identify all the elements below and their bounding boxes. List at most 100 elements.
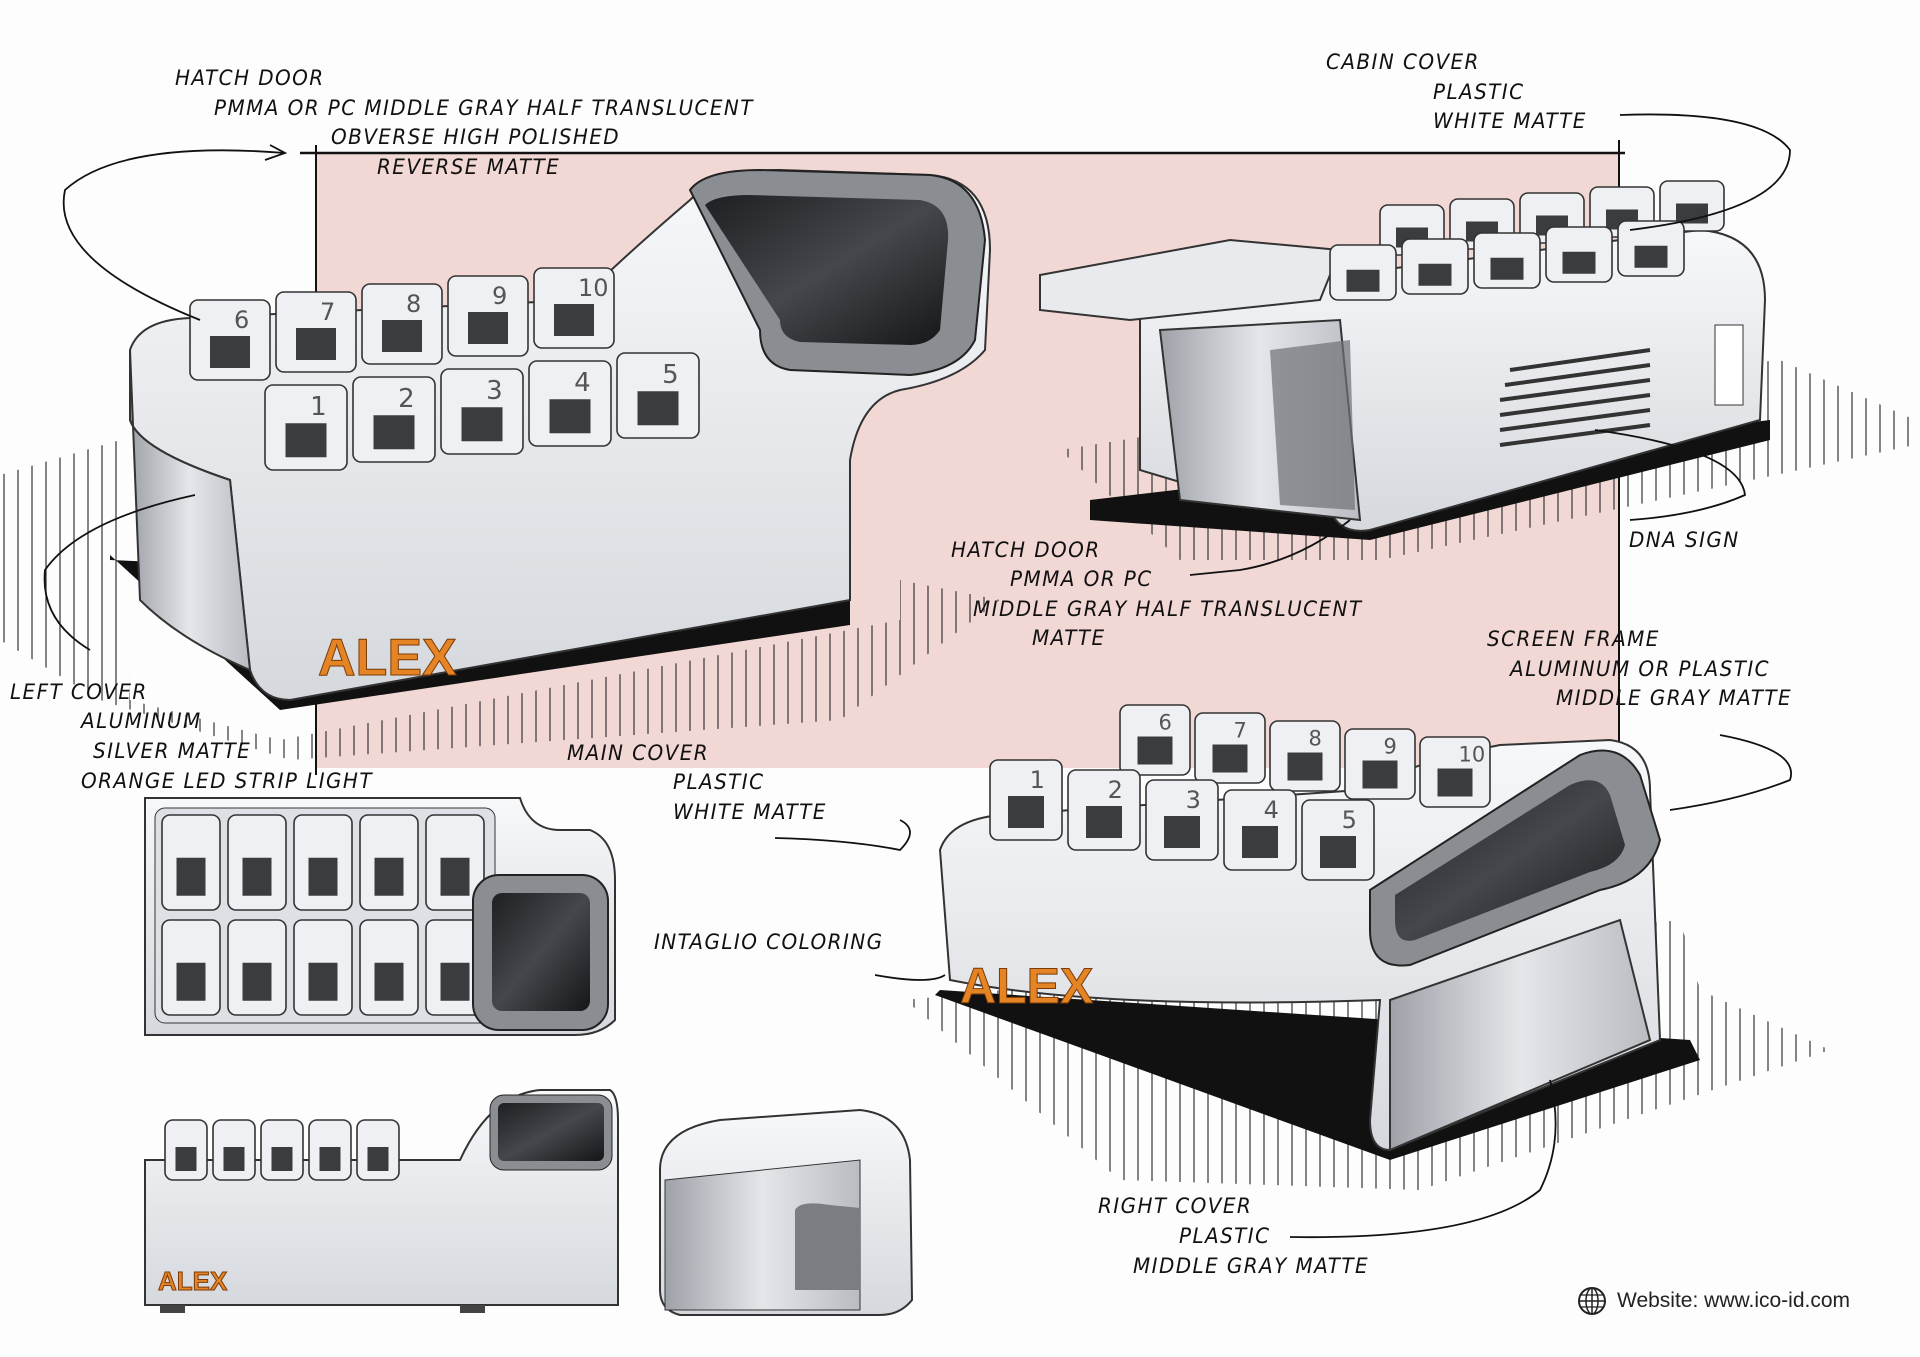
tray-slot: [373, 415, 415, 450]
tray-slot: [1212, 744, 1248, 773]
tray-slot: [461, 407, 503, 442]
tray-slot: [242, 857, 272, 896]
device-perspective-rear: [1039, 180, 1770, 540]
label-hatch-door2-title: HATCH DOOR: [951, 538, 1101, 562]
label-right-cover-title: RIGHT COVER: [1098, 1194, 1253, 1218]
tray-slot: [223, 1147, 245, 1171]
tray-number: 8: [406, 290, 421, 318]
tray-slot: [374, 962, 404, 1001]
tray-slot: [242, 962, 272, 1001]
tray-slot: [1346, 269, 1380, 292]
ground-shadow-main: [0, 440, 1000, 760]
tray-slot: [1437, 768, 1473, 797]
tray-slot: [296, 328, 336, 360]
tray-slot: [374, 857, 404, 896]
label-hatch-door-obverse: OBVERSE HIGH POLISHED: [331, 125, 621, 149]
tray-slot: [308, 857, 338, 896]
label-right-cover-material: PLASTIC: [1179, 1224, 1271, 1248]
tray-slot: [308, 962, 338, 1001]
tray-slot: [637, 391, 679, 426]
label-hatch-door-title: HATCH DOOR: [175, 66, 325, 90]
label-left-cover-material: ALUMINUM: [81, 709, 202, 733]
website-text: Website: www.ico-id.com: [1617, 1289, 1851, 1312]
tray-slot: [1562, 251, 1596, 274]
label-screen-frame-material: ALUMINUM OR PLASTIC: [1510, 657, 1770, 681]
tray-number: 1: [1030, 766, 1045, 794]
label-hatch-door-material: PMMA OR PC MIDDLE GRAY HALF TRANSLUCENT: [214, 96, 754, 120]
tray-slot: [1086, 806, 1122, 838]
tray-number: 9: [1384, 735, 1397, 759]
device-end-view: [659, 1108, 914, 1316]
tray-number: 4: [574, 368, 591, 398]
device-side-view: ALEX: [144, 1089, 619, 1313]
device-top-view: [144, 797, 616, 1036]
label-hatch-door2-finish: MATTE: [1032, 626, 1106, 650]
tray-slot: [1418, 263, 1452, 286]
tray-number: 2: [1108, 776, 1123, 804]
tray-slot: [1362, 760, 1398, 789]
tray-slot: [549, 399, 591, 434]
label-right-cover-finish: MIDDLE GRAY MATTE: [1133, 1254, 1370, 1278]
globe-icon: [1578, 1287, 1606, 1315]
tray-slot: [468, 312, 508, 344]
alex-logo-side: ALEX: [158, 1266, 228, 1296]
tray-number: 1: [310, 392, 327, 422]
label-screen-frame-finish: MIDDLE GRAY MATTE: [1556, 686, 1793, 710]
tray-number: 10: [1459, 743, 1486, 767]
tray-slot: [1634, 245, 1668, 268]
device-perspective-main: 6 7 8 9 10 1 2 3 4 5 ALEX: [110, 168, 992, 710]
tray-number: 6: [234, 306, 249, 334]
tray-slot: [285, 423, 327, 458]
website-credit: Website: www.ico-id.com: [1577, 1286, 1850, 1316]
tray-number: 7: [320, 298, 335, 326]
tray-slot: [1490, 257, 1524, 280]
tray-slot: [175, 1147, 197, 1171]
tray-slot: [1164, 816, 1200, 848]
label-hatch-door2-color: MIDDLE GRAY HALF TRANSLUCENT: [973, 597, 1363, 621]
tray-slot: [440, 857, 470, 896]
tray-slot: [367, 1147, 389, 1171]
tray-slot: [1287, 752, 1323, 781]
label-main-cover-finish: WHITE MATTE: [673, 800, 827, 824]
tray-number: 10: [578, 274, 609, 302]
tray-slot: [382, 320, 422, 352]
tray-number: 7: [1234, 719, 1247, 743]
tray-number: 6: [1159, 711, 1172, 735]
label-dna-sign: DNA SIGN: [1629, 528, 1740, 552]
label-screen-frame-title: SCREEN FRAME: [1487, 627, 1660, 651]
tray-slot: [440, 962, 470, 1001]
label-left-cover-finish: SILVER MATTE: [93, 739, 252, 763]
tray-slot: [1320, 836, 1356, 868]
tray-number: 5: [1342, 806, 1357, 834]
label-main-cover-material: PLASTIC: [673, 770, 765, 794]
alex-logo-front: ALEX: [960, 958, 1093, 1014]
tray-number: 9: [492, 282, 507, 310]
tray-number: 3: [1186, 786, 1201, 814]
tray-slot: [210, 336, 250, 368]
tray-slot: [319, 1147, 341, 1171]
label-left-cover-title: LEFT COVER: [10, 680, 148, 704]
tray-number: 2: [398, 384, 415, 414]
tray-slot: [176, 962, 206, 1001]
label-cabin-cover-title: CABIN COVER: [1326, 50, 1480, 74]
label-cabin-cover-material: PLASTIC: [1433, 80, 1525, 104]
label-hatch-door2-material: PMMA OR PC: [1010, 567, 1153, 591]
tray-slot: [1008, 796, 1044, 828]
label-left-cover-led: ORANGE LED STRIP LIGHT: [81, 769, 373, 793]
tray-slot: [1242, 826, 1278, 858]
leader-lines: [43, 113, 1792, 1239]
tray-slot: [1137, 736, 1173, 765]
label-hatch-door-reverse: REVERSE MATTE: [377, 155, 561, 179]
tray-slot: [176, 857, 206, 896]
tray-slot: [554, 304, 594, 336]
tray-number: 8: [1309, 727, 1322, 751]
tray-number: 3: [486, 376, 503, 406]
tray-number: 5: [662, 360, 679, 390]
tray-slot: [271, 1147, 293, 1171]
tray-slot: [1676, 203, 1708, 224]
label-intaglio-coloring: INTAGLIO COLORING: [654, 930, 884, 954]
label-cabin-cover-finish: WHITE MATTE: [1433, 109, 1587, 133]
alex-logo: ALEX: [318, 629, 457, 687]
